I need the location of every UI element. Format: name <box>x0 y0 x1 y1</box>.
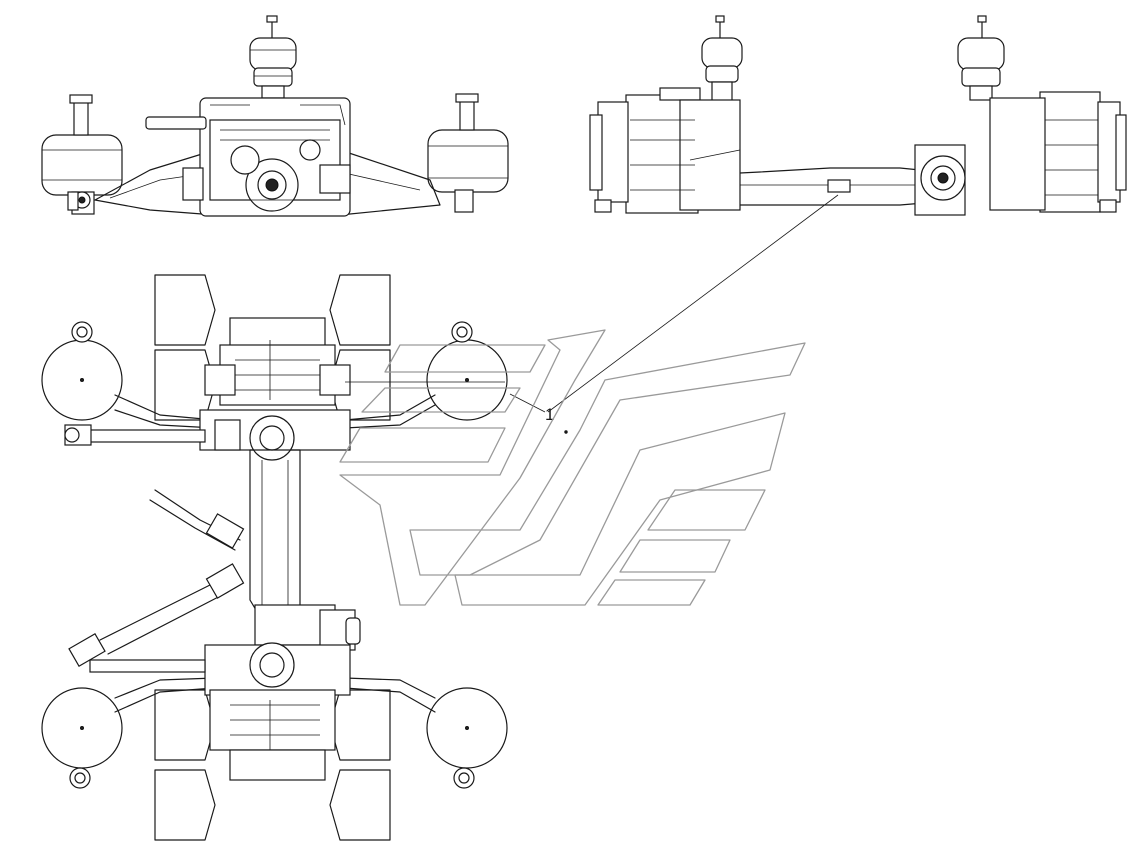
plan-view <box>41 274 508 841</box>
drive-shaft <box>68 489 245 667</box>
brake-chamber-front <box>249 15 297 99</box>
brake-chamber-rear-right <box>957 15 1005 101</box>
differential-housing-front <box>145 97 351 217</box>
air-spring-plan-top-right <box>426 321 508 421</box>
axle-assembly-lower <box>89 604 361 781</box>
hub-assembly-left <box>589 87 741 214</box>
axle-assembly-upper <box>64 317 351 461</box>
brake-chamber-rear-left <box>701 15 743 103</box>
callout-dot <box>564 430 568 434</box>
hub-assembly-right <box>989 91 1127 213</box>
air-spring-plan-bottom-right <box>426 687 508 789</box>
differential-rear <box>914 144 966 216</box>
air-spring-right <box>427 93 509 213</box>
wheels-top <box>154 274 391 421</box>
air-spring-plan-top-left <box>41 321 123 421</box>
leader-lines <box>345 194 839 413</box>
rear-view <box>589 15 1127 216</box>
callout-label-1: 1 <box>545 405 554 424</box>
front-view <box>41 15 509 217</box>
end-fitting-left <box>67 191 91 211</box>
air-spring-plan-bottom-left <box>41 687 123 789</box>
watermark-logo <box>339 329 806 606</box>
